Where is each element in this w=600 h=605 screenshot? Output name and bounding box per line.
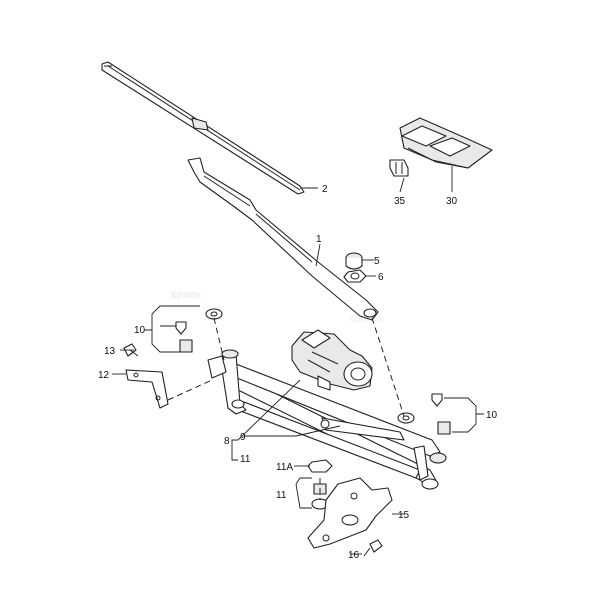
callout-1: 1 xyxy=(316,234,322,245)
nut-part-6 xyxy=(343,269,367,283)
wiper-motor-part-9 xyxy=(291,329,373,391)
callout-16: 16 xyxy=(348,550,360,561)
bracket-8-11 xyxy=(231,439,238,461)
bracket-part-12 xyxy=(125,369,169,409)
callout-10-right: 10 xyxy=(486,410,498,421)
assembly-line-washer-to-pivot xyxy=(213,317,225,361)
bracket-10-right xyxy=(444,397,484,433)
wiper-blade xyxy=(101,61,305,195)
callout-5: 5 xyxy=(374,256,380,267)
callout-2: 2 xyxy=(322,184,328,195)
leader-9 xyxy=(244,425,341,437)
callout-9: 9 xyxy=(240,432,246,443)
callout-8: 8 xyxy=(224,436,230,447)
assembly-line-arm-to-spindle xyxy=(371,317,405,417)
watermark-brand: Xparts xyxy=(170,290,202,301)
callout-11-bottom: 11 xyxy=(276,490,287,501)
callout-12: 12 xyxy=(98,370,110,381)
wiper-arm xyxy=(187,157,379,321)
washer-part-10-right xyxy=(397,393,451,435)
leader-8 xyxy=(237,379,301,441)
callout-15: 15 xyxy=(398,510,410,521)
control-module-part-30 xyxy=(399,117,493,169)
callout-11A: 11A xyxy=(276,462,293,473)
cap-part-5 xyxy=(345,252,363,270)
nut-part-11A xyxy=(307,459,333,473)
linkage-frame-part-8 xyxy=(207,349,447,490)
callout-11-left: 11 xyxy=(240,454,251,465)
leader-35 xyxy=(399,177,405,193)
connector-part-35 xyxy=(389,159,409,177)
watermark-domain: com.ua xyxy=(350,314,383,325)
assembly-line-bracket xyxy=(167,379,213,401)
callout-10-left: 10 xyxy=(134,325,146,336)
bracket-11-bottom xyxy=(295,477,312,509)
callout-30: 30 xyxy=(446,196,458,207)
callout-13: 13 xyxy=(104,346,116,357)
bracket-plate-part-15 xyxy=(307,477,393,549)
callout-6: 6 xyxy=(378,272,384,283)
bracket-10-left xyxy=(144,305,200,353)
callout-35: 35 xyxy=(394,196,406,207)
washer-part-10-left xyxy=(175,308,223,353)
leader-1 xyxy=(315,243,321,267)
bolt-part-16 xyxy=(363,539,383,557)
